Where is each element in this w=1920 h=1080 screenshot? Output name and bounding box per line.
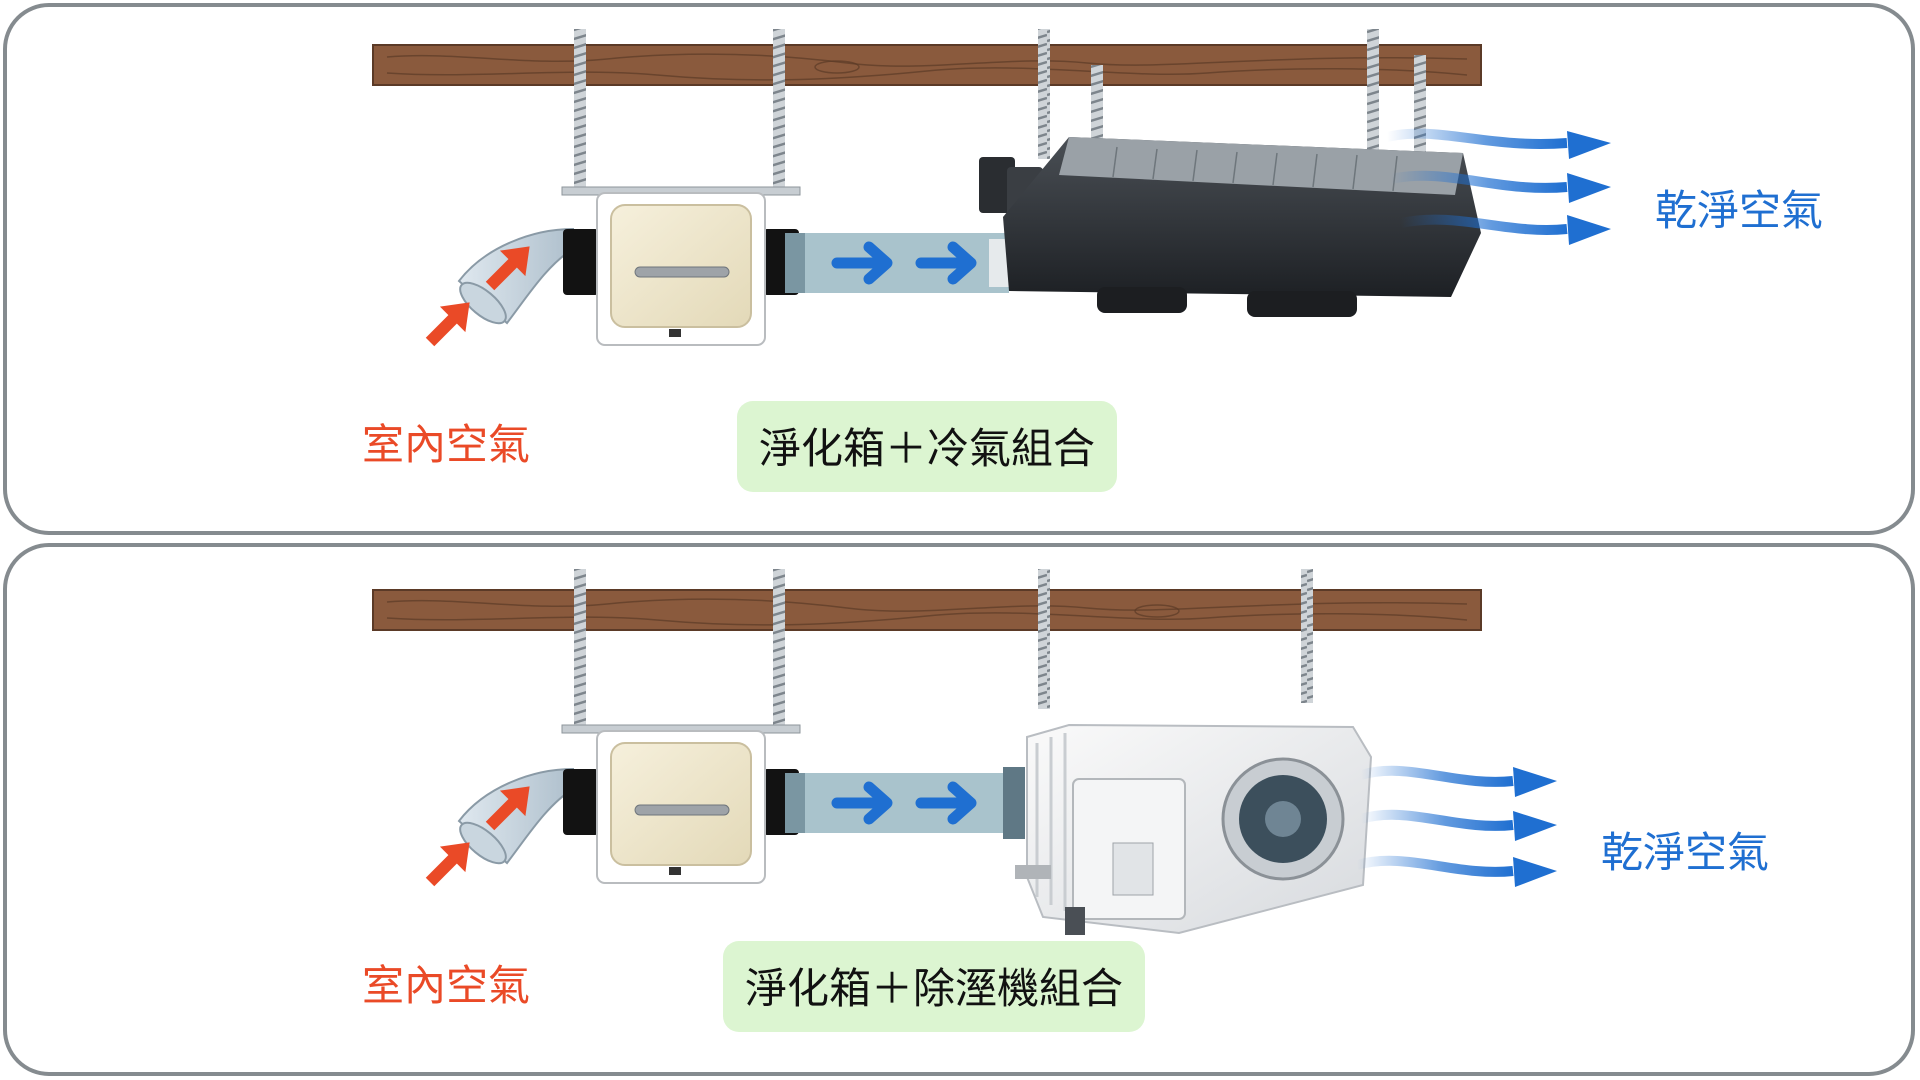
duct bbox=[785, 767, 1025, 839]
flow-arrows bbox=[831, 241, 977, 285]
combo-label: 淨化箱＋除溼機組合 bbox=[723, 941, 1146, 1032]
purification-box bbox=[563, 730, 799, 884]
indoor-air-arrows bbox=[425, 246, 530, 347]
indoor-air-label: 室內空氣 bbox=[362, 420, 531, 469]
hanging-rods bbox=[561, 569, 1313, 734]
clean-air-label: 乾淨空氣 bbox=[1655, 186, 1824, 235]
combo-label: 淨化箱＋冷氣組合 bbox=[737, 401, 1118, 492]
dehumidifier-unit bbox=[1015, 723, 1373, 935]
air-conditioner-unit bbox=[979, 137, 1481, 317]
flow-arrows bbox=[831, 781, 977, 825]
elbow-inlet bbox=[457, 767, 574, 865]
ac-combo-panel: 室內空氣 乾淨空氣 淨化箱＋冷氣組合 bbox=[3, 3, 1915, 535]
dehumidifier-combo-scene bbox=[372, 569, 1557, 935]
purification-box bbox=[563, 192, 799, 346]
wood-beam bbox=[372, 44, 1482, 86]
ac-combo-scene bbox=[372, 29, 1611, 347]
clean-air-waves bbox=[1385, 128, 1611, 245]
indoor-air-label: 室內空氣 bbox=[362, 961, 531, 1010]
indoor-air-arrows bbox=[425, 786, 530, 887]
dehumidifier-combo-panel: 室內空氣 乾淨空氣 淨化箱＋除溼機組合 bbox=[3, 543, 1915, 1076]
wood-beam bbox=[372, 589, 1482, 631]
clean-air-waves bbox=[1355, 765, 1557, 887]
elbow-inlet bbox=[457, 227, 574, 325]
clean-air-label: 乾淨空氣 bbox=[1601, 828, 1770, 877]
